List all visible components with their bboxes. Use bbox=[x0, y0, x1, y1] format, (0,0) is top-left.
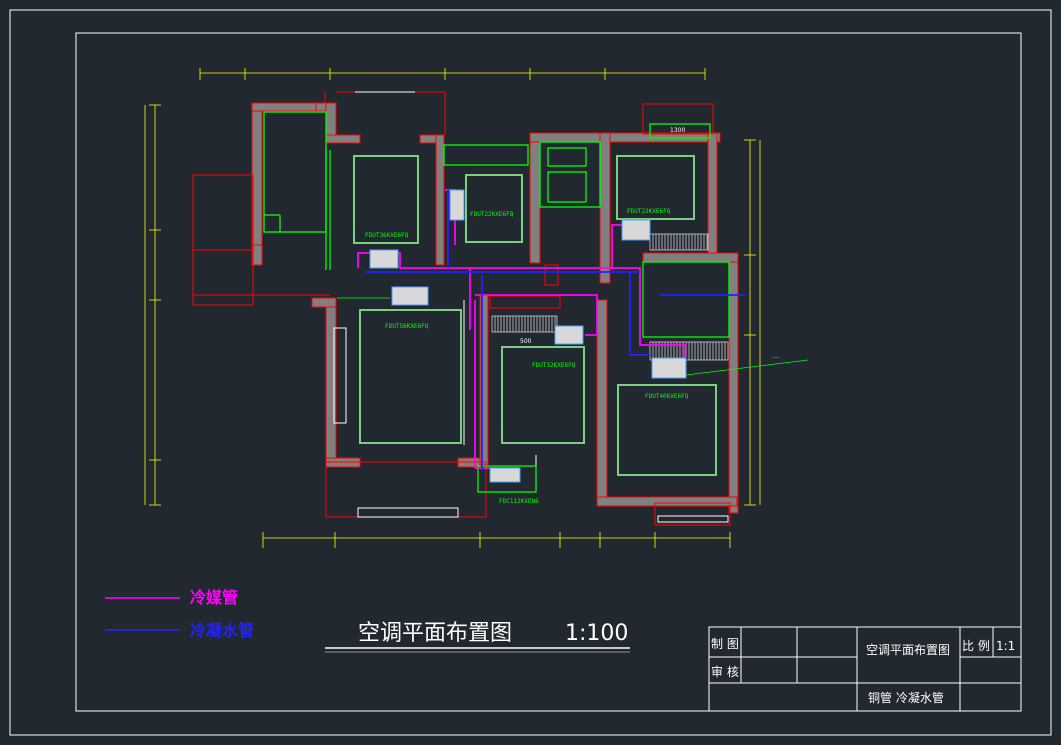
leader-lines: —— bbox=[337, 297, 809, 376]
dimension-lines bbox=[144, 68, 761, 548]
unit-u4-body bbox=[359, 309, 462, 444]
svg-text:——: —— bbox=[772, 354, 780, 361]
unit-u2-label: FDUT22KXE6FQ bbox=[470, 211, 514, 218]
legend-condensate-text: 冷凝水管 bbox=[190, 621, 254, 640]
indoor-units bbox=[353, 155, 717, 476]
unit-u2-body bbox=[465, 174, 523, 243]
title-block-drawn: 制 图 bbox=[711, 637, 739, 651]
unit-u3-body bbox=[616, 155, 695, 220]
condensate-pipes bbox=[365, 190, 745, 470]
title-block-scale-label: 比 例 bbox=[962, 639, 990, 653]
fancoils bbox=[369, 189, 687, 483]
title-block-check: 审 核 bbox=[711, 664, 739, 679]
drawing-title: 空调平面布置图 bbox=[358, 621, 512, 646]
grille-stripes bbox=[494, 234, 726, 360]
walls bbox=[251, 102, 739, 514]
unit-u5-label: FDUT32KXE6FQ bbox=[532, 362, 576, 369]
openings bbox=[333, 91, 729, 523]
outdoor-unit-label: FDC112KXEN6 bbox=[499, 498, 539, 505]
drawing-scale: 1:100 bbox=[565, 621, 628, 646]
dim-label-500: 500 bbox=[520, 338, 532, 345]
legend-refrigerant-text: 冷媒管 bbox=[190, 588, 238, 607]
unit-u5-body bbox=[501, 346, 585, 444]
unit-u6-body bbox=[617, 384, 717, 476]
fixtures bbox=[263, 111, 730, 493]
unit-u1-label: FDUT36KXE6FQ bbox=[365, 232, 409, 239]
title-block-notes: 铜管 冷凝水管 bbox=[868, 690, 944, 705]
dim-label-1300: 1300 bbox=[670, 127, 685, 134]
unit-u3-label: FDUT22KXE6FQ bbox=[627, 208, 671, 215]
title-block-name: 空调平面布置图 bbox=[866, 643, 950, 657]
title-block-scale-value: 1:1 bbox=[996, 639, 1015, 653]
outer-border bbox=[9, 9, 1052, 736]
unit-u4-label: FDUT56KXE6FQ bbox=[385, 323, 429, 330]
refrigerant-pipes bbox=[357, 189, 686, 469]
unit-u1-body bbox=[353, 155, 419, 244]
title-block bbox=[708, 626, 1022, 712]
unit-u6-label: FDUT40KXE6FQ bbox=[645, 393, 689, 400]
inner-border bbox=[75, 32, 1022, 712]
